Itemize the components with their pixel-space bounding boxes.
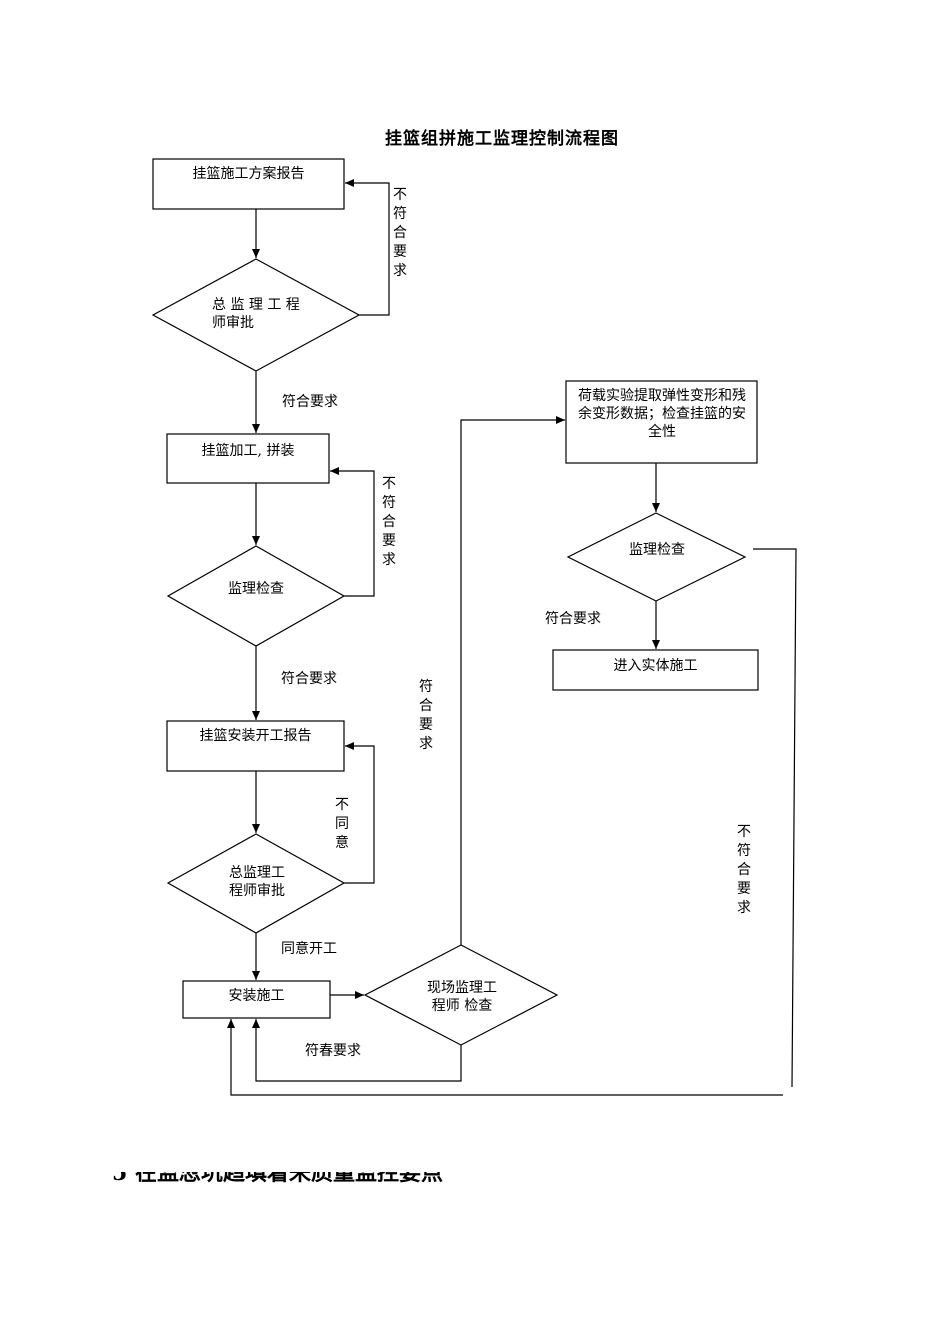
loop-disagree bbox=[344, 742, 375, 884]
page-title: 挂篮组拼施工监理控制流程图 bbox=[385, 129, 619, 149]
box-load-test bbox=[565, 380, 758, 464]
label-pass-2: 符合要求 bbox=[281, 671, 337, 687]
loop-reject-final-right bbox=[753, 548, 797, 1088]
box-installation bbox=[182, 980, 331, 1019]
box-plan-report bbox=[152, 158, 345, 210]
label-pass-vertical: 符合要求 bbox=[419, 679, 433, 752]
loop-site-to-install bbox=[252, 1019, 462, 1082]
node-chief-approval-1: 总 监 理 工 程 师审批 bbox=[212, 297, 300, 331]
label-reject-2: 不符合要求 bbox=[382, 476, 396, 568]
node-installation: 安装施工 bbox=[228, 988, 285, 1004]
node-site-inspection: 现场监理工 程师 检查 bbox=[427, 980, 497, 1014]
loop-reject-1 bbox=[345, 179, 390, 316]
loop-reject-final-bottom bbox=[227, 1019, 783, 1096]
label-reject-1: 不符合要求 bbox=[393, 187, 407, 279]
node-supervision-check-1: 监理检查 bbox=[228, 581, 284, 597]
box-fabrication bbox=[166, 433, 330, 484]
label-reject-final: 不符合要求 bbox=[737, 824, 751, 916]
loop-reject-2 bbox=[330, 467, 375, 597]
path-site-to-load-test bbox=[460, 416, 565, 945]
label-disagree: 不同意 bbox=[335, 797, 349, 851]
node-fabrication: 挂篮加工, 拼装 bbox=[201, 443, 295, 459]
node-plan-report: 挂篮施工方案报告 bbox=[192, 166, 305, 182]
node-start-report: 挂篮安装开工报告 bbox=[199, 728, 312, 744]
label-pass-bottom: 符春要求 bbox=[305, 1043, 361, 1059]
node-supervision-check-2: 监理检查 bbox=[629, 542, 685, 558]
label-agree-start: 同意开工 bbox=[281, 941, 337, 957]
box-enter-construction bbox=[552, 649, 759, 691]
node-load-test: 荷载实验提取弹性变形和残余变形数据；检查挂篮的安全性 bbox=[578, 388, 746, 440]
node-enter-construction: 进入实体施工 bbox=[613, 658, 698, 674]
node-chief-approval-2: 总监理工 程师审批 bbox=[229, 865, 285, 899]
next-section-heading-partial: 5 在监忽坑趋填着来质量监控要点 bbox=[112, 1172, 443, 1186]
label-pass-1: 符合要求 bbox=[282, 394, 338, 410]
label-pass-right: 符合要求 bbox=[545, 611, 601, 627]
